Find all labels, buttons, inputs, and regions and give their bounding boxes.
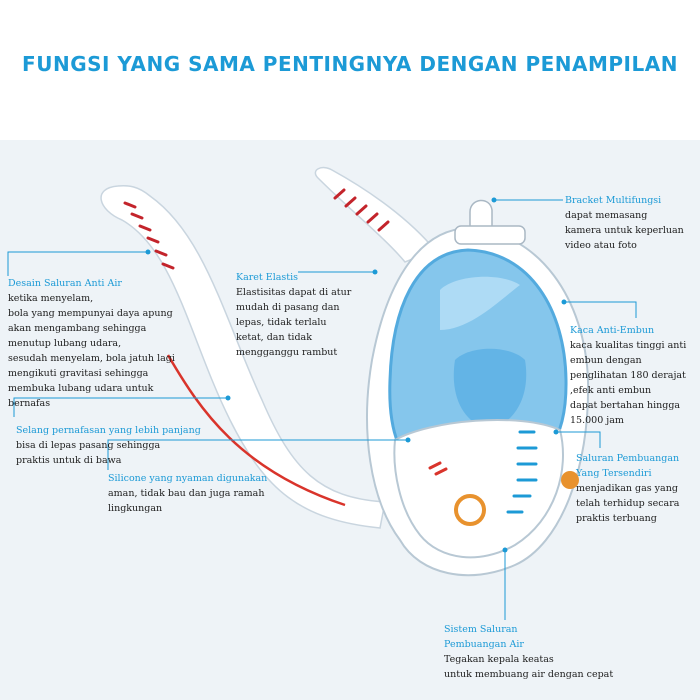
left-valve xyxy=(454,494,486,526)
leader-line-selang xyxy=(13,397,228,417)
bracket-base xyxy=(454,225,526,245)
callout-bracket-body: dapat memasang kamera untuk keperluan vi… xyxy=(565,210,684,251)
callout-desain-title: Desain Saluran Anti Air xyxy=(8,278,122,289)
callout-sistem: Sistem Saluran Pembuangan Air Tegakan ke… xyxy=(444,622,664,682)
callout-silicone-body: aman, tidak bau dan juga ramah lingkunga… xyxy=(108,488,265,514)
callout-saluran-body: menjadikan gas yang telah terhidup secar… xyxy=(576,483,680,524)
callout-kaca: Kaca Anti-Embun kaca kualitas tinggi ant… xyxy=(570,323,700,428)
leader-line-desain xyxy=(7,251,148,276)
header-band xyxy=(0,0,700,140)
leader-dot-silicone xyxy=(405,437,411,443)
side-red-vent xyxy=(428,461,448,476)
right-snorkel-vents xyxy=(333,188,390,232)
callout-selang-title: Selang pernafasan yang lebih panjang xyxy=(16,425,201,436)
right-valve xyxy=(561,471,579,489)
leader-dot-bracket xyxy=(491,197,497,203)
left-snorkel-red-line xyxy=(166,354,346,507)
leader-line-saluran xyxy=(556,431,601,448)
leader-line-silicone xyxy=(107,439,408,470)
leader-dot-selang xyxy=(225,395,231,401)
callout-selang-body: bisa di lepas pasang sehingga praktis un… xyxy=(16,440,161,466)
exhaust-vents xyxy=(506,430,538,514)
leader-dot-sistem xyxy=(502,547,508,553)
callout-desain-body: ketika menyelam, bola yang mempunyai day… xyxy=(8,293,175,409)
page-title: FUNGSI YANG SAMA PENTINGNYA DENGAN PENAM… xyxy=(22,52,678,76)
callout-silicone-title: Silicone yang nyaman digunakan xyxy=(108,473,268,484)
callout-silicone: Silicone yang nyaman digunakan aman, tid… xyxy=(108,471,308,516)
callout-kaca-title: Kaca Anti-Embun xyxy=(570,325,655,336)
callout-sistem-body: Tegakan kepala keatas untuk membuang air… xyxy=(444,654,614,680)
callout-karet-title: Karet Elastis xyxy=(236,272,299,283)
callout-saluran: Saluran Pembuangan Yang Tersendiri menja… xyxy=(576,451,696,526)
nose-pocket xyxy=(453,348,527,430)
callout-karet: Karet Elastis Elastisitas dapat di atur … xyxy=(236,270,366,360)
left-snorkel-tube xyxy=(100,184,386,529)
exhaust-cover xyxy=(393,419,564,559)
callout-saluran-title: Saluran Pembuangan Yang Tersendiri xyxy=(576,453,680,479)
leader-dot-karet xyxy=(372,269,378,275)
callout-selang: Selang pernafasan yang lebih panjang bis… xyxy=(16,423,236,468)
left-snorkel-vents xyxy=(123,201,175,270)
callout-bracket-title: Bracket Multifungsi xyxy=(565,195,662,206)
lens-highlight xyxy=(440,276,520,330)
leader-line-kaca xyxy=(564,301,637,318)
callout-karet-body: Elastisitas dapat di atur mudah di pasan… xyxy=(236,287,352,358)
callout-desain: Desain Saluran Anti Air ketika menyelam,… xyxy=(8,276,208,411)
callout-bracket: Bracket Multifungsi dapat memasang kamer… xyxy=(565,193,700,253)
leader-dot-desain xyxy=(145,249,151,255)
bracket-mount xyxy=(469,199,493,233)
callout-sistem-title: Sistem Saluran Pembuangan Air xyxy=(444,624,524,650)
leader-dot-kaca xyxy=(561,299,567,305)
callout-kaca-body: kaca kualitas tinggi anti embun dengan p… xyxy=(570,340,687,426)
leader-dot-saluran xyxy=(553,429,559,435)
